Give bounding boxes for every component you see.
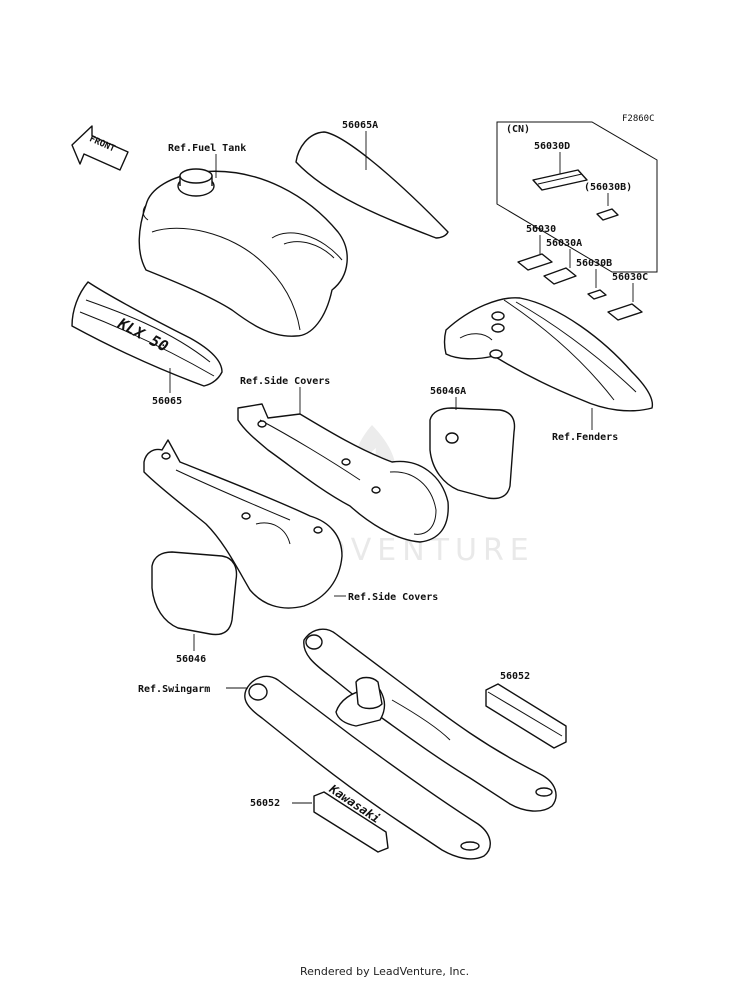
label-56046: 56046	[176, 654, 206, 665]
label-fuel-tank: Ref.Fuel Tank	[168, 143, 246, 154]
decal-56046a: 56046A	[429, 386, 516, 500]
label-56030: 56030	[526, 224, 556, 235]
label-fenders: Ref.Fenders	[552, 432, 618, 443]
decal-56030c	[607, 303, 643, 321]
china-box-part-a: 56030D	[534, 141, 570, 152]
label-56046a: 56046A	[430, 386, 466, 397]
decal-56030	[517, 253, 553, 271]
china-box-part-b: (56030B)	[584, 182, 632, 193]
swingarm: Ref.Swingarm	[138, 628, 557, 860]
side-cover-lower: Ref.Side Covers	[143, 439, 438, 609]
diagram-code: F2860C	[622, 114, 655, 124]
label-56030b: 56030B	[576, 258, 612, 269]
label-56065a: 56065A	[342, 120, 378, 131]
label-side-covers-upper: Ref.Side Covers	[240, 375, 330, 387]
fuel-tank: Ref.Fuel Tank	[138, 143, 348, 337]
label-56030a: 56030A	[546, 238, 582, 249]
label-56052-kawasaki: 56052	[250, 798, 280, 809]
decal-56065a: 56065A	[295, 120, 449, 239]
decal-56030b-cn	[596, 208, 619, 221]
decal-56052-swingarm-label: 56052	[485, 671, 567, 749]
label-56030c: 56030C	[612, 272, 648, 283]
label-56052-swingarm: 56052	[500, 671, 530, 682]
rear-fender: Ref.Fenders	[443, 297, 654, 443]
decal-56030a	[543, 267, 577, 285]
label-swingarm: Ref.Swingarm	[138, 683, 210, 695]
label-56065: 56065	[152, 396, 182, 407]
front-arrow-icon: FRONT	[71, 125, 129, 171]
decal-56030d-cn	[532, 169, 588, 191]
side-cover-upper: Ref.Side Covers	[237, 375, 449, 543]
decal-56046: 56046	[151, 551, 238, 665]
china-variant-box: (CN) 56030D (56030B)	[496, 121, 658, 273]
decal-56065: KLX 50 56065	[71, 281, 223, 407]
fender-labels: 56030 56030A 56030B 56030C	[517, 224, 648, 321]
footer-credit: Rendered by LeadVenture, Inc.	[300, 965, 469, 978]
china-box-title: (CN)	[506, 124, 530, 135]
decal-56030b	[587, 289, 607, 300]
label-side-covers-lower: Ref.Side Covers	[348, 591, 438, 603]
